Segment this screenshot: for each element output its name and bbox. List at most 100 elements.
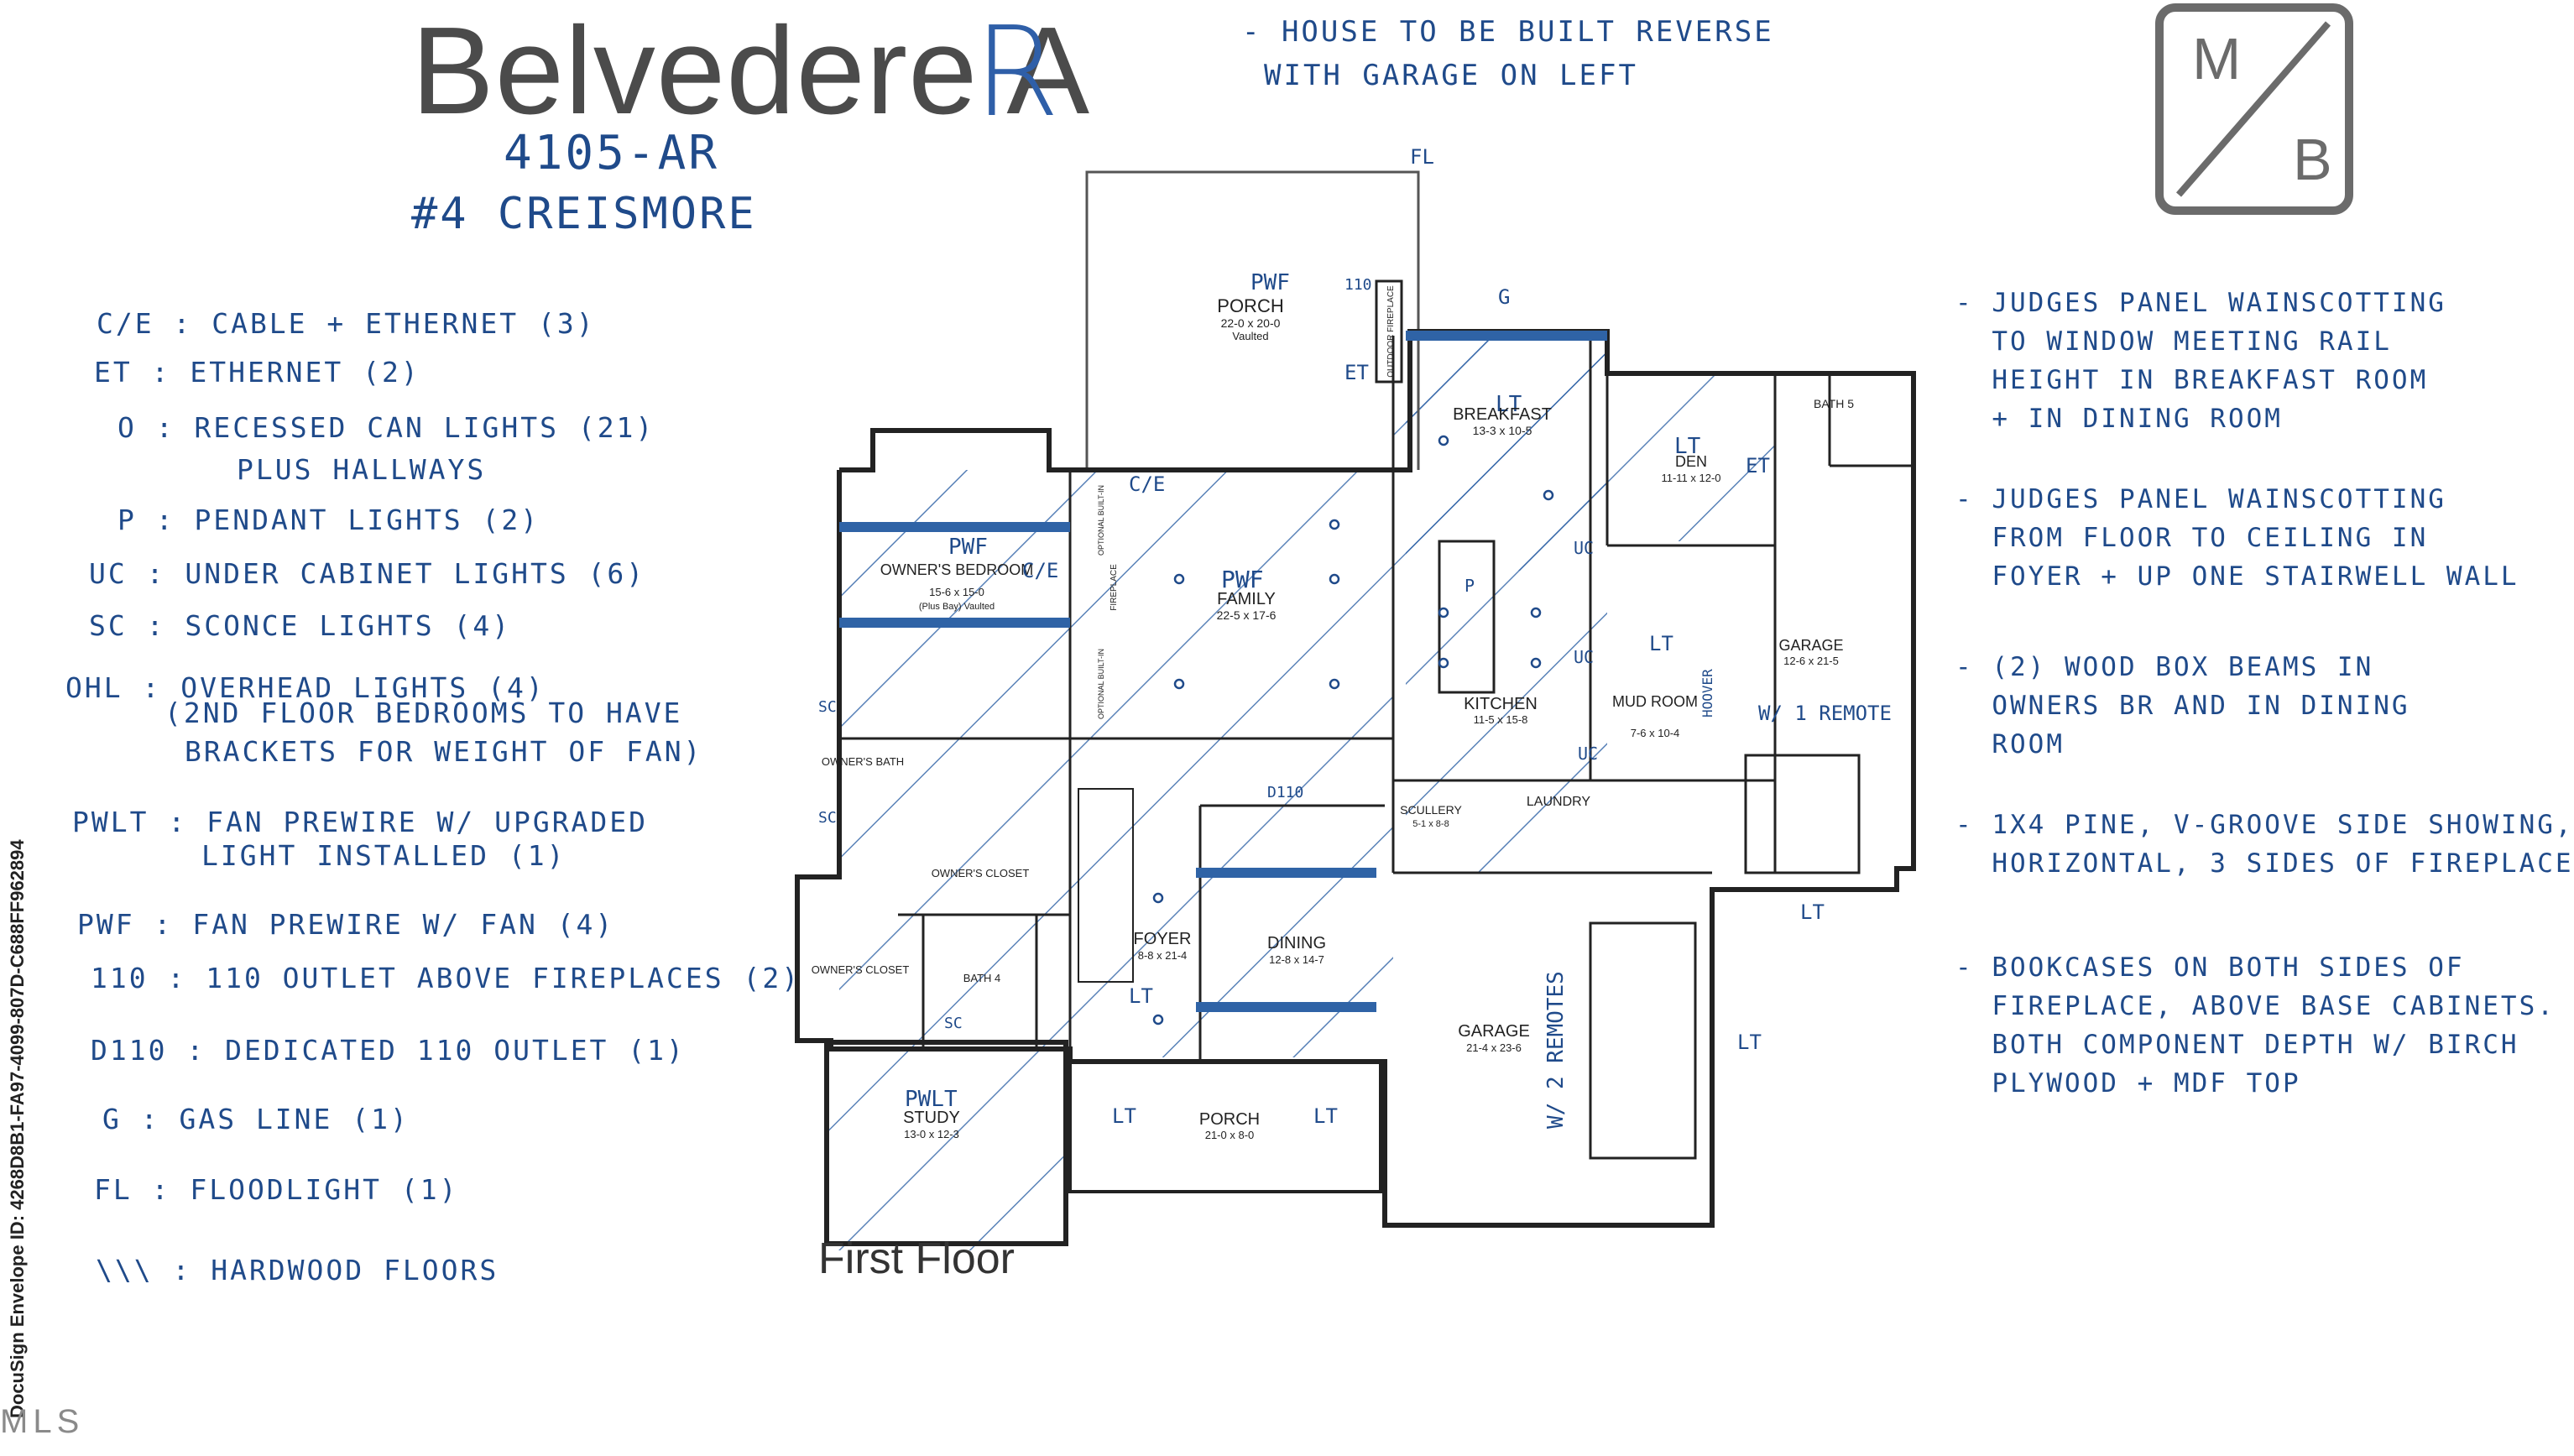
- room-dims: 11-5 x 15-8: [1474, 713, 1528, 726]
- plan-title: Belvedere A: [411, 2, 1091, 140]
- annotation-sconce: SC: [818, 698, 837, 716]
- room-name: BREAKFAST: [1453, 405, 1552, 424]
- room-extra: (Plus Bay) Vaulted: [919, 602, 995, 612]
- annotation-hoover: HOOVER: [1699, 669, 1715, 718]
- room-name: PORCH: [1199, 1110, 1260, 1129]
- fixture-labels: OUTDOOR FIREPLACE FIREPLACE OPTIONAL BUI…: [1097, 285, 1396, 719]
- note-item: - (2) WOOD BOX BEAMS IN OWNERS BR AND IN…: [1955, 652, 2410, 759]
- envelope-id-text: DocuSign Envelope ID: 4268D8B1-FA97-4099…: [7, 839, 28, 1418]
- plan-annotations: C/E C/E ET ET G 110 FL SC SC SC UC UC UC…: [818, 145, 1825, 1128]
- floor-label: First Floor: [818, 1234, 1015, 1283]
- room-tag: PWF: [1250, 270, 1290, 295]
- room-name: OWNER'S CLOSET: [932, 867, 1030, 879]
- annotation-ce: C/E: [1129, 472, 1165, 496]
- legend-item: SC : SCONCE LIGHTS (4): [89, 609, 512, 642]
- legend-item: FL : FLOODLIGHT (1): [94, 1173, 459, 1206]
- reverse-note-line: - HOUSE TO BE BUILT REVERSE: [1242, 15, 1774, 49]
- room-name: OWNER'S BEDROOM: [880, 561, 1033, 578]
- legend-item: LIGHT INSTALLED (1): [201, 839, 566, 872]
- room-dims: 12-6 x 21-5: [1783, 655, 1839, 667]
- recessed-lights: [1152, 435, 1554, 1025]
- mls-watermark: MLS: [0, 1403, 85, 1440]
- note-item: - BOOKCASES ON BOTH SIDES OF FIREPLACE, …: [1955, 952, 2556, 1099]
- room-dims: 22-0 x 20-0: [1221, 316, 1281, 330]
- logo-letter-m: M: [2192, 26, 2242, 91]
- floor-plan: PWF PORCH 22-0 x 20-0 Vaulted LT BREAKFA…: [795, 145, 1916, 1250]
- room-tag: PWF: [948, 535, 988, 560]
- legend-item: \\\ : HARDWOOD FLOORS: [96, 1254, 499, 1286]
- room-dims: 21-4 x 23-6: [1466, 1041, 1522, 1054]
- room-name: FOYER: [1134, 930, 1192, 948]
- room-tag: PWLT: [905, 1087, 958, 1112]
- annotation-uc: UC: [1574, 538, 1594, 558]
- room-dims: 13-0 x 12-3: [904, 1128, 959, 1140]
- annotation-ce: C/E: [1022, 559, 1058, 582]
- legend-item: UC : UNDER CABINET LIGHTS (6): [89, 557, 646, 590]
- legend-item: C/E : CABLE + ETHERNET (3): [97, 307, 596, 340]
- room-name: DEN: [1675, 453, 1707, 470]
- room-name: OWNER'S CLOSET: [812, 963, 910, 976]
- legend-item: PWF : FAN PREWIRE W/ FAN (4): [77, 908, 615, 941]
- legend-item: BRACKETS FOR WEIGHT OF FAN): [185, 735, 703, 768]
- annotation-lt: LT: [1737, 1031, 1762, 1054]
- plan-walls: [795, 170, 1916, 1246]
- room-tag: LT: [1496, 392, 1522, 417]
- fireplace-label: FIREPLACE: [1109, 564, 1119, 611]
- annotation-110: 110: [1344, 276, 1372, 294]
- legend-item: D110 : DEDICATED 110 OUTLET (1): [91, 1034, 686, 1067]
- garage-remote-note: W/ 2 REMOTES: [1543, 971, 1569, 1129]
- room-tag: PWF: [1221, 566, 1264, 593]
- room-tag: LT: [1674, 434, 1701, 459]
- room-name: SCULLERY: [1400, 803, 1462, 817]
- hardwood-hatching: [827, 336, 1775, 1250]
- legend-item: ET : ETHERNET (2): [94, 356, 420, 389]
- annotation-et: ET: [1344, 361, 1369, 384]
- room-name: LAUNDRY: [1527, 795, 1591, 809]
- logo-letter-b: B: [2293, 127, 2332, 192]
- room-dims: 21-0 x 8-0: [1205, 1129, 1255, 1141]
- annotation-lt: LT: [1112, 1104, 1136, 1128]
- builtin-label: OPTIONAL BUILT-IN: [1097, 649, 1105, 719]
- annotation-gas: G: [1498, 285, 1510, 309]
- room-dims: 13-3 x 10-5: [1473, 424, 1532, 437]
- room-dims: 15-6 x 15-0: [929, 586, 984, 598]
- lot-number: #4 CREISMORE: [411, 189, 757, 239]
- room-name: GARAGE: [1458, 1022, 1530, 1041]
- room-dims: 22-5 x 17-6: [1217, 608, 1277, 622]
- brand-logo: [2155, 3, 2353, 215]
- room-dims: 12-8 x 14-7: [1269, 953, 1324, 966]
- room-name: MUD ROOM: [1612, 693, 1698, 710]
- legend-item: 110 : 110 OUTLET ABOVE FIREPLACES (2): [91, 962, 801, 994]
- legend-item: PWLT : FAN PREWIRE W/ UPGRADED: [72, 806, 649, 838]
- annotation-sconce: SC: [818, 809, 837, 827]
- legend-item: (2ND FLOOR BEDROOMS TO HAVE: [164, 697, 683, 729]
- room-name: OWNER'S BATH: [822, 755, 904, 768]
- docusign-envelope-id: DocuSign Envelope ID: 4268D8B1-FA97-4099…: [0, 839, 39, 1418]
- builtin-label: OPTIONAL BUILT-IN: [1097, 485, 1105, 556]
- legend-item: OHL : OVERHEAD LIGHTS (4): [65, 671, 546, 704]
- room-dims: 11-11 x 12-0: [1661, 472, 1720, 484]
- room-extra: Vaulted: [1232, 330, 1268, 342]
- annotation-lt: LT: [1800, 900, 1825, 924]
- outdoor-fireplace-label: OUTDOOR FIREPLACE: [1386, 285, 1396, 378]
- annotation-et: ET: [1746, 454, 1770, 478]
- legend-item: G : GAS LINE (1): [102, 1103, 410, 1135]
- annotation-uc: UC: [1578, 744, 1598, 764]
- room-dims: 8-8 x 21-4: [1138, 949, 1188, 962]
- room-labels: PWF PORCH 22-0 x 20-0 Vaulted LT BREAKFA…: [812, 270, 1892, 1141]
- note-item: - JUDGES PANEL WAINSCOTTING TO WINDOW ME…: [1955, 288, 2446, 434]
- legend-item: O : RECESSED CAN LIGHTS (21): [117, 411, 655, 444]
- annotation-lt: LT: [1649, 632, 1673, 655]
- room-name: PORCH: [1217, 295, 1283, 316]
- marked-walls: [839, 331, 1607, 1012]
- room-name: BATH 5: [1814, 397, 1854, 410]
- legend-item: PLUS HALLWAYS: [237, 453, 487, 486]
- reverse-note: - HOUSE TO BE BUILT REVERSE WITH GARAGE …: [1242, 10, 1774, 97]
- logo-slash-icon: [2175, 21, 2331, 197]
- room-dims: 5-1 x 8-8: [1412, 819, 1449, 829]
- room-name: BATH 4: [963, 972, 1001, 984]
- note-item: - 1x4 PINE, V-GROOVE SIDE SHOWING, HORIZ…: [1955, 810, 2574, 879]
- plan-title-suffix: R: [974, 0, 1060, 144]
- annotation-d110: D110: [1267, 784, 1303, 801]
- room-name: GARAGE: [1778, 637, 1843, 654]
